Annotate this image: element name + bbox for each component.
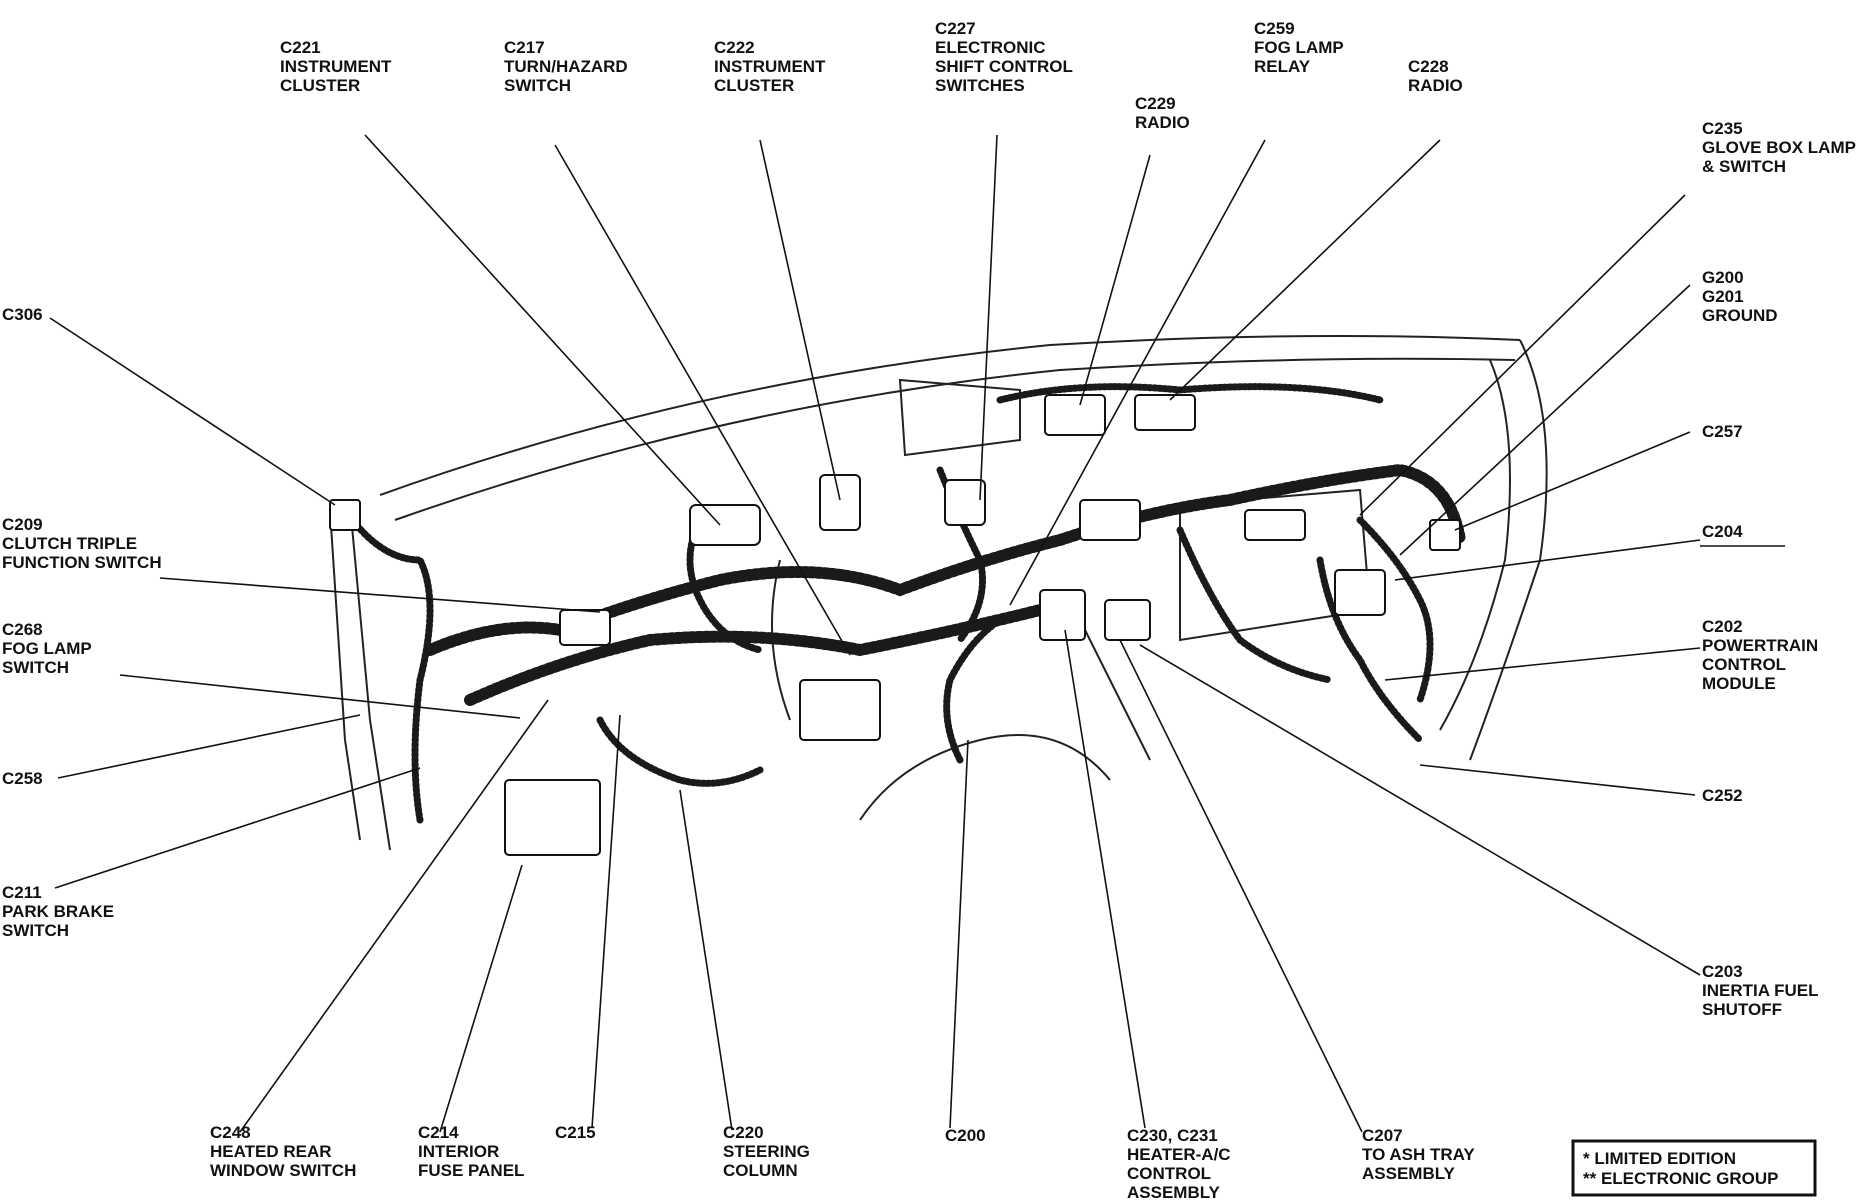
label-c252: C252 (1702, 786, 1743, 805)
label-c259: C259 FOG LAMP RELAY (1254, 19, 1348, 76)
leader-c259 (1009, 139, 1266, 606)
label-c211: C211 PARK BRAKE SWITCH (2, 883, 119, 940)
leader-c235 (1359, 194, 1686, 516)
leader-c229 (1079, 154, 1151, 406)
leader-c214 (439, 864, 523, 1133)
label-c221: C221 INSTRUMENT CLUSTER (280, 38, 396, 95)
label-c228: C228 RADIO (1408, 57, 1463, 95)
label-c306: C306 (2, 305, 43, 324)
label-c227: C227 ELECTRONIC SHIFT CONTROL SWITCHES (935, 19, 1077, 95)
label-c200: C200 (945, 1126, 986, 1145)
label-c202: C202 POWERTRAIN CONTROL MODULE (1702, 617, 1823, 693)
leader-c209 (159, 577, 601, 613)
leader-lines (49, 134, 1785, 1133)
label-c220: C220 STEERING COLUMN (723, 1123, 815, 1180)
leader-c222 (759, 139, 841, 501)
label-c230-c231: C230, C231 HEATER-A/C CONTROL ASSEMBLY (1127, 1126, 1235, 1200)
label-c257: C257 (1702, 422, 1743, 441)
leader-c217 (554, 144, 851, 656)
leader-c220 (679, 789, 733, 1131)
legend-line-electronic-group: ** ELECTRONIC GROUP (1583, 1169, 1779, 1188)
label-c258: C258 (2, 769, 43, 788)
label-c207: C207 TO ASH TRAY ASSEMBLY (1362, 1126, 1479, 1183)
leader-c257 (1454, 431, 1691, 531)
label-c203: C203 INERTIA FUEL SHUTOFF (1702, 962, 1823, 1019)
leader-c248 (239, 699, 549, 1133)
legend-line-limited-edition: * LIMITED EDITION (1583, 1149, 1736, 1168)
leader-c252 (1419, 764, 1696, 796)
leader-c221 (364, 134, 721, 526)
leader-c228 (1169, 139, 1441, 401)
leader-c230 (1064, 629, 1146, 1129)
leader-c202 (1384, 647, 1701, 681)
label-c209: C209 CLUTCH TRIPLE FUNCTION SWITCH (2, 515, 162, 572)
leader-g200 (1399, 284, 1691, 556)
label-c217: C217 TURN/HAZARD SWITCH (504, 38, 632, 95)
legend-frame (1571, 1139, 1817, 1197)
leader-c203 (1139, 644, 1701, 976)
callout-labels: C221 INSTRUMENT CLUSTER C217 TURN/HAZARD… (2, 19, 1860, 1200)
label-c235: C235 GLOVE BOX LAMP & SWITCH (1702, 119, 1860, 176)
label-c215: C215 (555, 1123, 596, 1142)
label-c248: C248 HEATED REAR WINDOW SWITCH (210, 1123, 356, 1180)
leader-c200 (949, 739, 969, 1129)
label-c268: C268 FOG LAMP SWITCH (2, 620, 96, 677)
leader-c258 (57, 714, 361, 779)
connector-blocks (329, 394, 1461, 856)
label-c229: C229 RADIO (1135, 94, 1190, 132)
leader-c268 (119, 674, 521, 719)
legend: * LIMITED EDITION ** ELECTRONIC GROUP (1571, 1139, 1817, 1197)
leader-c204 (1394, 539, 1701, 581)
label-g200: G200 G201 GROUND (1702, 268, 1778, 325)
leader-c215 (591, 714, 621, 1129)
label-c222: C222 INSTRUMENT CLUSTER (714, 38, 830, 95)
label-c204: C204 (1702, 522, 1743, 541)
leader-c207 (1119, 639, 1363, 1133)
label-c214: C214 INTERIOR FUSE PANEL (418, 1123, 524, 1180)
leader-c211 (54, 767, 421, 889)
leader-c306 (49, 317, 336, 506)
leader-c227 (979, 134, 998, 501)
